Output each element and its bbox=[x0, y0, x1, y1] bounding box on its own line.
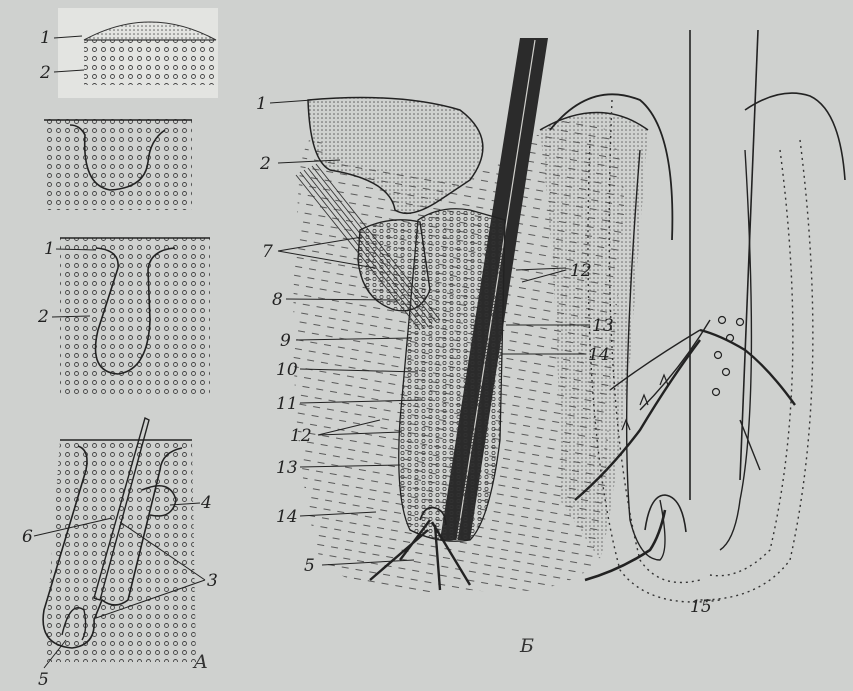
label-a-s3-1: 1 bbox=[44, 239, 55, 259]
label-b-10: 10 bbox=[276, 360, 298, 380]
label-b-5: 5 bbox=[304, 556, 315, 576]
label-b-r12: 12 bbox=[570, 261, 592, 281]
label-b-r13: 13 bbox=[592, 316, 614, 336]
panel-a-stage3 bbox=[52, 238, 210, 398]
label-panel-b: Б bbox=[519, 635, 534, 657]
label-b-12: 12 bbox=[290, 426, 312, 446]
label-b-13: 13 bbox=[276, 458, 298, 478]
label-b-14: 14 bbox=[276, 507, 298, 527]
label-a-s3-2: 2 bbox=[37, 307, 49, 327]
label-a-s1-2: 2 bbox=[39, 63, 51, 83]
label-c-15: 15 bbox=[690, 597, 712, 617]
label-b-r14: 14 bbox=[588, 345, 610, 365]
label-b-8: 8 bbox=[272, 290, 283, 310]
panel-b bbox=[270, 38, 648, 592]
label-b-9: 9 bbox=[280, 331, 291, 351]
label-b-7: 7 bbox=[262, 242, 273, 262]
label-a-s4-5: 5 bbox=[38, 670, 49, 690]
label-a-s4-6: 6 bbox=[22, 527, 33, 547]
label-a-s4-3: 3 bbox=[207, 571, 218, 591]
label-b-2: 2 bbox=[259, 154, 271, 174]
label-panel-a: A bbox=[192, 651, 208, 673]
label-b-1: 1 bbox=[256, 94, 267, 114]
panel-a-stage4 bbox=[34, 418, 205, 668]
panel-a-stage1 bbox=[54, 8, 218, 98]
panel-a-stage2 bbox=[44, 118, 192, 210]
panel-a bbox=[34, 8, 218, 668]
label-a-s4-4: 4 bbox=[200, 493, 212, 513]
label-b-11: 11 bbox=[276, 394, 298, 414]
label-a-s1-1: 1 bbox=[40, 28, 51, 48]
